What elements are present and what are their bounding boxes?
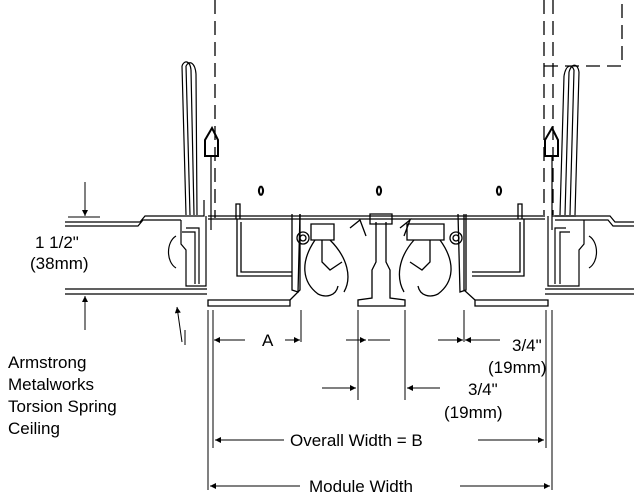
svg-text:(): ()	[258, 185, 264, 195]
center-gap-inch-label: 3/4"	[468, 380, 498, 399]
callout-text: Armstrong Metalworks Torsion Spring Ceil…	[8, 353, 121, 438]
right-gap-inch-label: 3/4"	[512, 336, 542, 355]
overall-width-label: Overall Width = B	[290, 431, 423, 450]
center-gap-mm-label: (19mm)	[444, 403, 503, 422]
center-tee-and-dampers	[296, 213, 463, 307]
svg-text:(): ()	[376, 185, 382, 195]
dimension-a-label: A	[262, 331, 274, 350]
extension-lines	[207, 310, 553, 490]
callout-line-2: Metalworks	[8, 375, 94, 394]
height-dimension	[68, 182, 100, 330]
right-ceiling-section	[544, 64, 634, 295]
callout-line-1: Armstrong	[8, 353, 86, 372]
callout-line-3: Torsion Spring	[8, 397, 117, 416]
callout-line-4: Ceiling	[8, 419, 60, 438]
height-mm-label: (38mm)	[30, 254, 89, 273]
right-gap-mm-label: (19mm)	[488, 358, 547, 377]
callout-leader-arrow	[174, 306, 183, 343]
module-width-label: Module Width	[309, 477, 413, 496]
height-inch-label: 1 1/2"	[35, 233, 79, 252]
left-ceiling-section	[65, 61, 219, 295]
diffuser-housing: () () ()	[207, 184, 549, 307]
svg-text:(): ()	[496, 185, 502, 195]
